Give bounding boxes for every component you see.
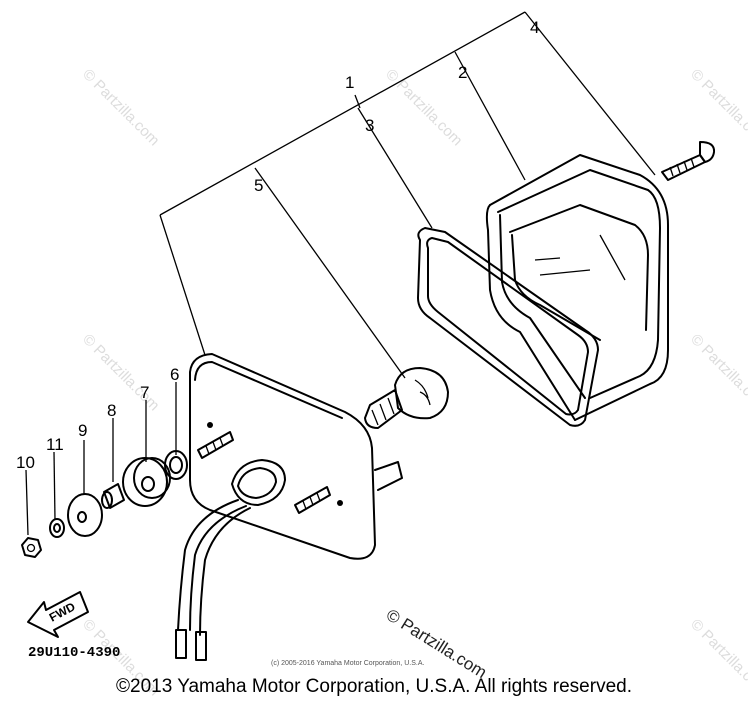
callout-labels: 1 2 3 4 5 6 7 8 9 10 11 xyxy=(16,18,539,472)
fwd-arrow: FWD xyxy=(27,591,89,638)
screw xyxy=(661,141,716,181)
watermark-text: © Partzilla.com xyxy=(79,331,162,414)
bulb xyxy=(364,367,449,429)
callout-1: 1 xyxy=(345,73,354,92)
callout-7: 7 xyxy=(140,383,149,402)
grommet xyxy=(122,457,171,507)
callout-3: 3 xyxy=(365,116,374,135)
watermark-text: © Partzilla.com xyxy=(79,66,162,149)
collar xyxy=(101,483,125,509)
part-code: 29U110-4390 xyxy=(28,645,120,661)
callout-8: 8 xyxy=(107,401,116,420)
small-copyright: (c) 2005-2016 Yamaha Motor Corporation, … xyxy=(271,660,424,667)
partzilla-watermark: © Partzilla.com xyxy=(383,605,490,682)
callout-2: 2 xyxy=(458,63,467,82)
watermark-text: © Partzilla.com xyxy=(687,331,748,414)
callout-4: 4 xyxy=(530,18,539,37)
wire-harness xyxy=(175,499,251,661)
spring-washer xyxy=(49,518,65,538)
gasket xyxy=(417,227,599,427)
callout-10: 10 xyxy=(16,453,35,472)
nut xyxy=(21,537,42,558)
watermark-text: © Partzilla.com xyxy=(687,66,748,149)
leader-lines xyxy=(25,11,656,536)
plain-washer xyxy=(67,493,103,537)
copyright-notice: ©2013 Yamaha Motor Corporation, U.S.A. A… xyxy=(116,676,632,697)
watermark-text: © Partzilla.com xyxy=(382,66,465,149)
callout-9: 9 xyxy=(78,421,87,440)
base-plate xyxy=(189,353,403,560)
callout-11: 11 xyxy=(46,435,64,454)
callout-6: 6 xyxy=(170,365,179,384)
lens-housing xyxy=(485,154,669,421)
callout-5: 5 xyxy=(254,176,263,195)
washer xyxy=(164,450,188,480)
